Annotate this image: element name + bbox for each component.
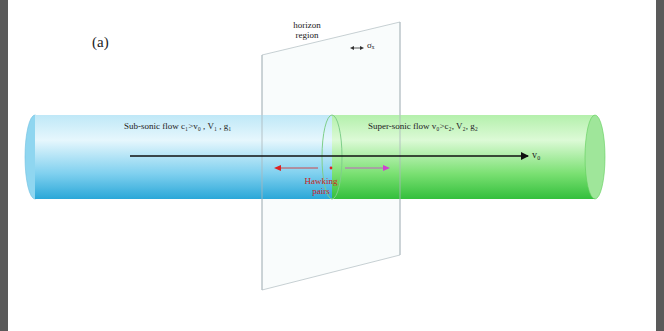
plane-edge bbox=[262, 55, 263, 290]
flow-region: Sub-sonic flow c₁>v₀ , V₁ , g₁ bbox=[120, 119, 238, 133]
side-bar bbox=[656, 0, 664, 331]
pair-origin bbox=[330, 167, 333, 170]
text-label: σₓ bbox=[367, 40, 374, 50]
flow-arrow bbox=[130, 155, 528, 157]
text-label: v₀ bbox=[532, 149, 541, 161]
hawking-arrowhead bbox=[274, 165, 281, 171]
subsonic-region bbox=[35, 115, 332, 199]
text-label: Hawking pairs bbox=[300, 176, 342, 197]
region-label: Super-sonic flow v₀>c₂, V₂, g₂ bbox=[368, 121, 480, 131]
hawking-arrow bbox=[280, 168, 318, 169]
hawking-arrow bbox=[345, 168, 384, 169]
flow-region: Super-sonic flow v₀>c₂, V₂, g₂ bbox=[364, 119, 484, 133]
hawking-arrowhead bbox=[383, 165, 390, 171]
plane-edge bbox=[400, 22, 401, 255]
width-marker-head bbox=[350, 46, 364, 50]
text-label: horizon region bbox=[287, 20, 327, 41]
supersonic-region bbox=[332, 115, 595, 199]
cylinder-end bbox=[585, 115, 605, 199]
region-label: Sub-sonic flow c₁>v₀ , V₁ , g₁ bbox=[124, 121, 234, 131]
text-label: (a) bbox=[92, 34, 109, 51]
side-bar bbox=[0, 0, 8, 331]
